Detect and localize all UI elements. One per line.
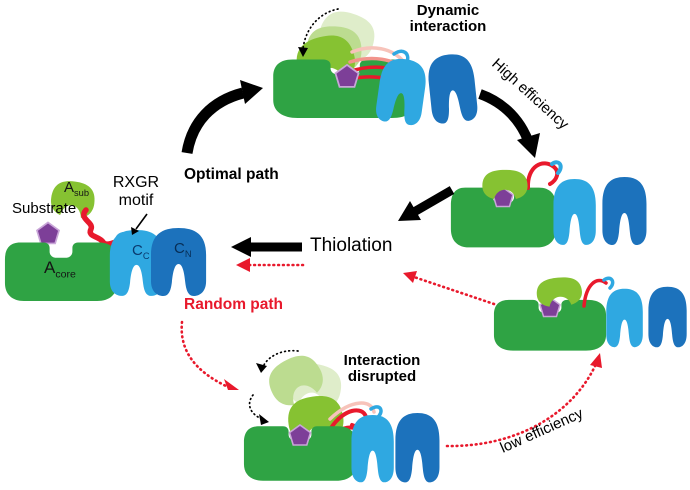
random-path-arrow-to-thiolation — [403, 271, 496, 306]
linker-loop-blue-tip — [602, 276, 615, 290]
linker-squiggle — [81, 207, 123, 247]
a-sub-label: Asub — [64, 179, 90, 198]
complex-mid-right — [450, 160, 647, 248]
a-core-label: Acore — [44, 258, 76, 281]
c-n-shape — [648, 286, 687, 348]
optimal-arrow-shaft — [181, 87, 245, 155]
random-path-label: Random path — [184, 296, 284, 313]
c-c-shape — [606, 288, 643, 348]
optimal-arrowhead — [240, 80, 263, 104]
optimal-path-arrow — [181, 80, 263, 155]
substrate-pentagon — [36, 221, 60, 245]
complex-lower-right — [493, 275, 687, 351]
arrowhead — [236, 258, 250, 272]
arrowhead — [231, 237, 251, 257]
random-path-curve-arrow — [180, 320, 239, 390]
dotted-shaft — [180, 320, 228, 388]
rotation-arrowhead-2 — [259, 414, 269, 425]
c-c-shape — [351, 414, 394, 483]
arrowhead — [224, 379, 239, 390]
rotation-arrowhead-1 — [256, 363, 267, 373]
complex-reference — [4, 178, 207, 301]
complex-dynamic-interaction — [273, 5, 479, 127]
dotted-shaft — [445, 362, 598, 448]
thiolation-label: Thiolation — [310, 235, 393, 256]
rxgr-pointer-line — [135, 213, 148, 230]
c-n-label: CN — [174, 240, 192, 259]
high-efficiency-arrow-shaft — [478, 89, 534, 145]
thiolation-black-arrow-from-right — [398, 186, 455, 221]
high-efficiency-arrow — [478, 89, 540, 158]
linker-loop-red — [525, 161, 560, 190]
c-n-shape — [395, 413, 440, 483]
arrowhead — [398, 201, 421, 221]
dotted-shaft — [412, 275, 496, 306]
low-efficiency-curve-arrow — [445, 353, 602, 448]
arrow-shaft — [411, 186, 455, 216]
linker-loop-blue-tip — [550, 160, 563, 175]
random-path-arrow-to-left — [236, 258, 305, 272]
rotation-arrowhead — [298, 47, 308, 57]
rotation-dotted-arrow-1 — [262, 349, 299, 368]
c-n-shape — [426, 52, 479, 125]
arrowhead — [403, 271, 417, 283]
high-efficiency-arrowhead — [517, 133, 540, 158]
c-c-label: CC — [132, 242, 150, 261]
thiolation-black-arrow-to-left — [231, 237, 302, 257]
arrowhead — [590, 353, 602, 368]
rxgr-pointer-arrowhead — [131, 227, 139, 235]
c-c-shape — [553, 178, 596, 245]
complex-interaction-disrupted — [243, 348, 440, 483]
substrate-label: Substrate — [12, 200, 77, 217]
c-n-shape — [602, 177, 647, 245]
optimal-path-label: Optimal path — [184, 166, 279, 183]
linker-strand-pale — [350, 46, 406, 64]
c-n-shape — [151, 228, 207, 296]
rotation-dotted-arrow — [302, 8, 339, 50]
